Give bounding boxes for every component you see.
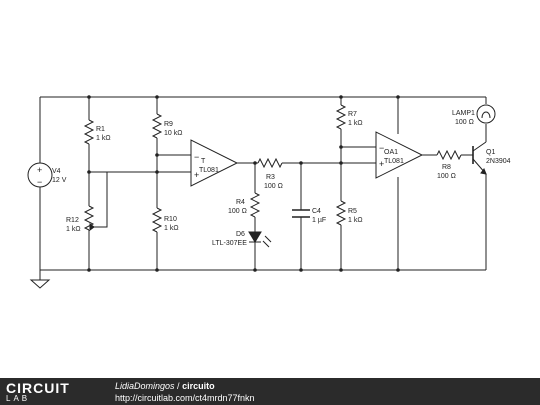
circuit-schematic: + − − + − + V4 12 V R1 1 kΩ R12 1 kΩ R9 … bbox=[27, 95, 511, 289]
q1-value: 2N3904 bbox=[486, 158, 511, 165]
resistor-r7 bbox=[335, 104, 347, 130]
svg-text:+: + bbox=[379, 159, 384, 169]
svg-text:+: + bbox=[37, 165, 42, 175]
pin-symbols: + − − + − + bbox=[37, 143, 384, 187]
d6-ref: D6 bbox=[236, 231, 245, 238]
svg-text:−: − bbox=[379, 143, 384, 153]
opamp-t-value: TL081 bbox=[199, 167, 219, 174]
resistor-r10 bbox=[151, 207, 163, 233]
voltage-source-v4 bbox=[27, 162, 53, 188]
resistor-r5 bbox=[335, 200, 347, 226]
opamp-t bbox=[190, 139, 239, 187]
resistor-r12 bbox=[83, 205, 95, 231]
circuitlab-logo[interactable]: CIRCUIT bbox=[6, 380, 70, 396]
r4-value: 100 Ω bbox=[228, 208, 247, 215]
svg-text:−: − bbox=[194, 152, 199, 162]
q1-ref: Q1 bbox=[486, 149, 495, 156]
r10-ref: R10 bbox=[164, 216, 177, 223]
v4-value: 12 V bbox=[52, 177, 67, 184]
junction-dots bbox=[87, 95, 400, 272]
resistor-r1 bbox=[83, 119, 95, 145]
d6-value: LTL-307EE bbox=[212, 240, 247, 247]
r1-ref: R1 bbox=[96, 126, 105, 133]
r4-ref: R4 bbox=[236, 199, 245, 206]
author-link[interactable]: LidiaDomingos bbox=[115, 381, 175, 391]
lamp-symbol bbox=[476, 104, 496, 124]
r10-value: 1 kΩ bbox=[164, 225, 179, 232]
opamp-t-ref: T bbox=[201, 158, 206, 165]
capacitor-c4 bbox=[292, 209, 310, 218]
led-light-arrows bbox=[262, 235, 272, 248]
r7-value: 1 kΩ bbox=[348, 120, 363, 127]
r5-ref: R5 bbox=[348, 208, 357, 215]
r8-value: 100 Ω bbox=[437, 173, 456, 180]
r7-ref: R7 bbox=[348, 111, 357, 118]
opamp-oa1 bbox=[375, 131, 424, 179]
r3-value: 100 Ω bbox=[264, 183, 283, 190]
c4-ref: C4 bbox=[312, 208, 321, 215]
potentiometer-wiper bbox=[89, 223, 95, 231]
r12-value: 1 kΩ bbox=[66, 226, 81, 233]
oa1-ref: OA1 bbox=[384, 149, 398, 156]
r1-value: 1 kΩ bbox=[96, 135, 111, 142]
lamp-filament bbox=[481, 111, 491, 119]
r12-ref: R12 bbox=[66, 217, 79, 224]
resistor-r8 bbox=[436, 149, 462, 161]
oa1-value: TL081 bbox=[384, 158, 404, 165]
svg-text:+: + bbox=[194, 170, 199, 180]
resistor-r4 bbox=[249, 192, 261, 218]
resistor-r9 bbox=[151, 113, 163, 139]
r5-value: 1 kΩ bbox=[348, 217, 363, 224]
lamp1-ref: LAMP1 bbox=[452, 110, 475, 117]
c4-value: 1 µF bbox=[312, 217, 326, 224]
attribution-separator: / bbox=[174, 381, 183, 391]
r9-ref: R9 bbox=[164, 121, 173, 128]
footer-bar: CIRCUIT LAB LidiaDomingos / circuito htt… bbox=[0, 378, 540, 405]
footer-attribution: LidiaDomingos / circuito bbox=[115, 381, 215, 391]
wire-r1-r12 bbox=[88, 97, 108, 270]
transistor-q1-arrow bbox=[480, 167, 487, 175]
r9-value: 10 kΩ bbox=[164, 130, 182, 137]
r3-ref: R3 bbox=[266, 174, 275, 181]
led-d6 bbox=[248, 231, 262, 243]
lamp1-value: 100 Ω bbox=[455, 119, 474, 126]
ground-symbol bbox=[29, 279, 51, 289]
resistor-r3 bbox=[257, 157, 283, 169]
circuit-url-link[interactable]: http://circuitlab.com/ct4mrdn77fnkn bbox=[115, 393, 255, 403]
wire-oa1-inputs bbox=[341, 146, 376, 164]
r8-ref: R8 bbox=[442, 164, 451, 171]
circuit-title[interactable]: circuito bbox=[182, 381, 215, 391]
circuitlab-logo-sub: LAB bbox=[6, 394, 31, 403]
svg-text:−: − bbox=[37, 177, 42, 187]
v4-ref: V4 bbox=[52, 168, 61, 175]
